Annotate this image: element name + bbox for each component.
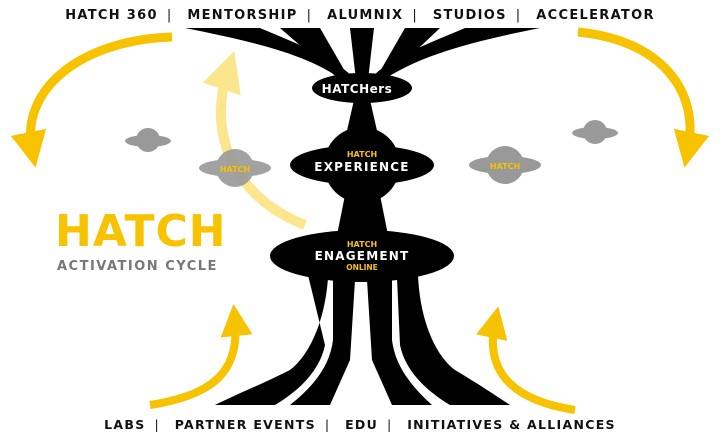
bottom-nav-item[interactable]: INITIATIVES & ALLIANCES [407,417,616,432]
node-hatchers: HATCHers [322,82,393,96]
arrow-top-left [10,32,173,168]
node-engagement-bottom: ONLINE [346,263,378,272]
top-nav: HATCH 360 | MENTORSHIP | ALUMNIX | STUDIOS |… [0,8,720,23]
top-nav-item[interactable]: ALUMNIX [327,8,404,23]
arrow-top-right [577,27,710,168]
top-nav-item[interactable]: ACCELERATOR [536,8,655,23]
node-experience: EXPERIENCE [314,160,409,174]
saucer-small-right [572,120,618,144]
top-nav-item[interactable]: MENTORSHIP [187,8,298,23]
node-experience-top: HATCH [347,150,377,159]
separator: | [324,417,331,432]
separator: | [387,417,393,432]
saucer-left [199,149,271,187]
saucer-small-left [125,128,171,152]
diagram-subtitle: ACTIVATION CYCLE [57,259,218,274]
bottom-nav-item[interactable]: LABS [104,417,146,432]
bottom-nav: LABS | PARTNER EVENTS | EDU | INITIATIVES &… [0,417,720,432]
arrow-faded-up [202,50,307,230]
bottom-nav-item[interactable]: EDU [345,417,379,432]
bottom-nav-item[interactable]: PARTNER EVENTS [174,417,316,432]
separator: | [154,417,161,432]
arrow-bottom-left [149,304,253,409]
top-nav-item[interactable]: STUDIOS [432,8,507,23]
diagram-title: HATCH [55,206,227,257]
separator: | [515,8,522,23]
node-engagement-top: HATCH [347,240,377,249]
top-nav-item[interactable]: HATCH 360 [65,8,158,23]
saucer-right-label: HATCH [490,162,520,171]
node-engagement: ENAGEMENT [315,249,410,263]
separator: | [306,8,313,23]
saucer-right [469,146,541,184]
separator: | [412,8,418,23]
saucer-left-label: HATCH [220,165,250,174]
tree-shape [185,28,540,405]
separator: | [166,8,173,23]
arrow-bottom-right [476,306,576,414]
